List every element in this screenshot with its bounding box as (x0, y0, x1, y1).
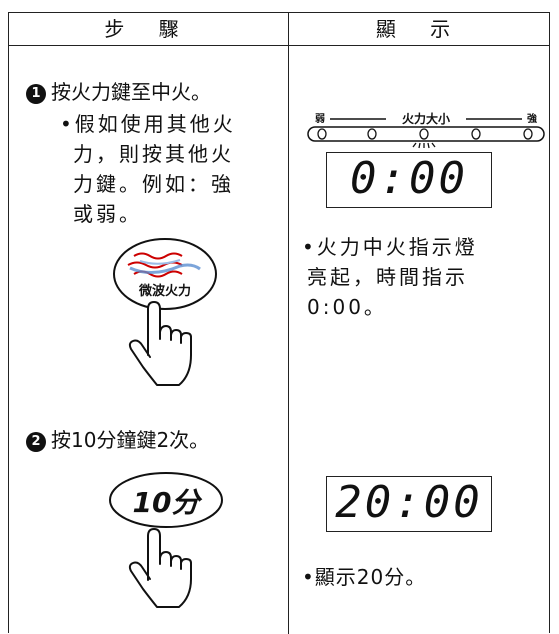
power-level-scale: 弱 強 火力大小 (306, 110, 546, 150)
ten-minute-button-label: 10分 (133, 486, 203, 519)
lcd-display-2-value: 20:00 (335, 477, 483, 528)
table-header: 步 驟 顯 示 (9, 13, 549, 46)
svg-text:強: 強 (527, 112, 537, 125)
display-1-note: •火力中火指示燈 亮起，時間指示 0:00。 (302, 232, 478, 322)
power-button-label: 微波火力 (138, 283, 191, 299)
column-divider (288, 13, 289, 634)
step-1-note-line: •假如使用其他火 (60, 112, 236, 136)
step-1-number: 1 (26, 84, 46, 104)
svg-text:弱: 弱 (315, 113, 325, 125)
header-display: 顯 示 (375, 17, 465, 41)
power-button-svg: 微波火力 (113, 238, 217, 386)
lcd-display-1: 0:00 (326, 152, 492, 208)
power-scale-svg: 弱 強 火力大小 (307, 111, 545, 149)
step-1-note-line: 力，則按其他火 (73, 142, 234, 166)
step-2-number: 2 (26, 432, 46, 452)
lcd-display-1-value: 0:00 (350, 153, 468, 204)
power-scale-label: 火力大小 (402, 111, 450, 126)
power-button-illustration: 微波火力 (100, 237, 230, 397)
ten-minute-button-svg: 10分 (109, 472, 223, 608)
display-1-note-line: 亮起，時間指示 (307, 265, 468, 289)
step-1-note-line: 或弱。 (73, 202, 142, 226)
header-steps: 步 驟 (104, 17, 193, 41)
display-1-note-line: •火力中火指示燈 (302, 235, 478, 259)
lcd-display-2: 20:00 (326, 476, 492, 532)
step-2-text: 按10分鐘鍵2次。 (51, 428, 210, 452)
step-1-text: 按火力鍵至中火。 (51, 80, 211, 104)
ten-minute-button-illustration: 10分 (100, 468, 230, 618)
display-2-note: •顯示20分。 (302, 565, 427, 589)
display-1-note-line: 0:00。 (307, 295, 387, 319)
step-1-note: •假如使用其他火 力，則按其他火 力鍵。例如：強 或弱。 (60, 109, 236, 229)
instruction-table: 步 驟 顯 示 (8, 12, 550, 634)
step-1-note-line: 力鍵。例如：強 (73, 172, 234, 196)
